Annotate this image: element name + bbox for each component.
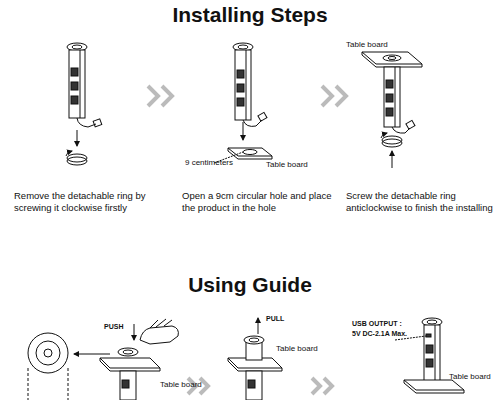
- detachable-ring: [381, 133, 402, 147]
- table-board: [228, 148, 272, 159]
- socket-tower: [67, 43, 102, 127]
- socket-tower: [233, 43, 267, 126]
- part-label: 5V DC-2.1A Max.: [352, 330, 432, 338]
- socket-tower: [384, 67, 415, 133]
- table-board: [362, 52, 422, 67]
- socket-tower: [118, 348, 138, 400]
- step-caption: Open a 9cm circular hole and place the p…: [182, 190, 332, 214]
- socket-tower: [244, 336, 264, 400]
- part-label: Table board: [160, 380, 220, 390]
- part-label: Table board: [346, 40, 406, 50]
- arrow: [243, 122, 244, 140]
- arrow: [134, 324, 135, 340]
- hand: [140, 319, 178, 344]
- table-board: [404, 380, 464, 393]
- table-board: [100, 358, 160, 371]
- arrow: [77, 130, 78, 146]
- part-label: Table board: [449, 372, 499, 382]
- step-caption: Remove the detachable ring by screwing i…: [14, 190, 169, 214]
- part-label: PUSH: [104, 323, 144, 331]
- chevron: [148, 86, 346, 394]
- arrow: [74, 354, 110, 355]
- part-label: 9 centimeters: [185, 158, 255, 168]
- diagram-title: Installing Steps: [100, 2, 400, 27]
- top-view: [28, 333, 68, 400]
- step-caption: Screw the detachable ring anticlockwise …: [346, 190, 498, 214]
- detachable-ring: [66, 151, 87, 165]
- arrow: [258, 318, 259, 334]
- part-label: PULL: [266, 315, 306, 323]
- section-heading: Using Guide: [150, 272, 350, 297]
- part-label: Table board: [276, 344, 336, 354]
- part-label: USB OUTPUT :: [352, 320, 432, 328]
- part-label: Table board: [266, 160, 326, 170]
- arrow: [392, 151, 393, 168]
- socket-tower: [422, 318, 442, 381]
